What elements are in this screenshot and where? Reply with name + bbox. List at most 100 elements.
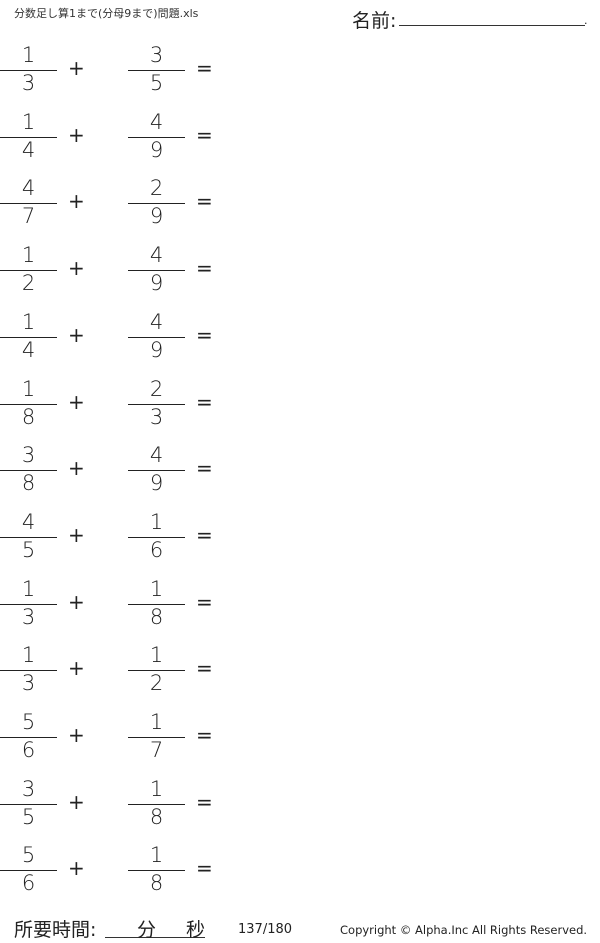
denominator: 9 xyxy=(149,337,164,362)
denominator: 8 xyxy=(21,471,36,496)
seconds-label: 秒 xyxy=(186,919,206,941)
name-label: 名前: xyxy=(352,10,397,32)
plus-sign: + xyxy=(68,656,85,681)
plus-sign: + xyxy=(68,456,85,481)
denominator: 8 xyxy=(149,804,164,829)
numerator: 4 xyxy=(21,509,36,534)
denominator: 9 xyxy=(149,471,164,496)
fraction-bar xyxy=(0,536,57,538)
fraction-bar xyxy=(0,870,57,872)
numerator: 1 xyxy=(149,710,164,734)
plus-sign: + xyxy=(68,723,85,747)
equals-sign: = xyxy=(196,856,213,881)
plus-sign: + xyxy=(68,522,85,547)
denominator: 3 xyxy=(21,604,36,629)
denominator: 8 xyxy=(149,604,164,629)
fraction-bar xyxy=(0,403,57,405)
plus-sign: + xyxy=(68,256,85,281)
denominator: 9 xyxy=(149,137,164,162)
numerator: 3 xyxy=(21,443,36,468)
copyright: Copyright © Alpha.Inc All Rights Reserve… xyxy=(340,923,588,937)
fraction-bar xyxy=(128,870,185,872)
plus-sign: + xyxy=(68,789,85,814)
denominator: 9 xyxy=(149,204,164,229)
numerator: 1 xyxy=(21,109,36,134)
plus-sign: + xyxy=(68,856,85,881)
fraction-bar xyxy=(0,470,57,472)
denominator: 6 xyxy=(21,871,36,896)
fraction-bar xyxy=(128,203,185,205)
page-number: 137/180 xyxy=(238,922,293,937)
numerator: 1 xyxy=(149,509,164,534)
equals-sign: = xyxy=(196,256,213,281)
fraction-bar xyxy=(128,136,185,138)
plus-sign: + xyxy=(68,389,85,414)
fraction-bar xyxy=(0,803,57,805)
numerator: 1 xyxy=(21,243,36,268)
fraction-bar xyxy=(128,803,185,805)
denominator: 8 xyxy=(21,404,36,429)
fraction-bar xyxy=(128,670,185,672)
denominator: 3 xyxy=(149,404,164,429)
numerator: 1 xyxy=(21,643,36,668)
plus-sign: + xyxy=(68,322,85,347)
denominator: 9 xyxy=(149,271,164,296)
denominator: 6 xyxy=(149,537,164,562)
numerator: 4 xyxy=(149,309,164,334)
numerator: 5 xyxy=(21,843,36,868)
fraction-bar xyxy=(128,403,185,405)
numerator: 4 xyxy=(149,443,164,468)
denominator: 3 xyxy=(21,671,36,696)
fraction-bar xyxy=(0,203,57,205)
fraction-bar xyxy=(0,136,57,138)
equals-sign: = xyxy=(196,589,213,614)
fraction-bar xyxy=(128,603,185,605)
plus-sign: + xyxy=(68,589,85,614)
numerator: 1 xyxy=(21,376,36,401)
time-field-line xyxy=(105,937,205,938)
numerator: 1 xyxy=(149,643,164,668)
equals-sign: = xyxy=(196,789,213,814)
numerator: 3 xyxy=(21,776,36,801)
numerator: 1 xyxy=(21,43,36,67)
name-field-line xyxy=(399,25,585,26)
document-title: 分数足し算1まで(分母9まで)問題.xls xyxy=(14,7,199,20)
fraction-bar xyxy=(128,470,185,472)
fraction-bar xyxy=(0,270,57,272)
fraction-bar xyxy=(128,270,185,272)
plus-sign: + xyxy=(68,189,85,214)
equals-sign: = xyxy=(196,322,213,347)
name-end-mark: . xyxy=(584,14,588,27)
fraction-bar xyxy=(0,336,57,338)
